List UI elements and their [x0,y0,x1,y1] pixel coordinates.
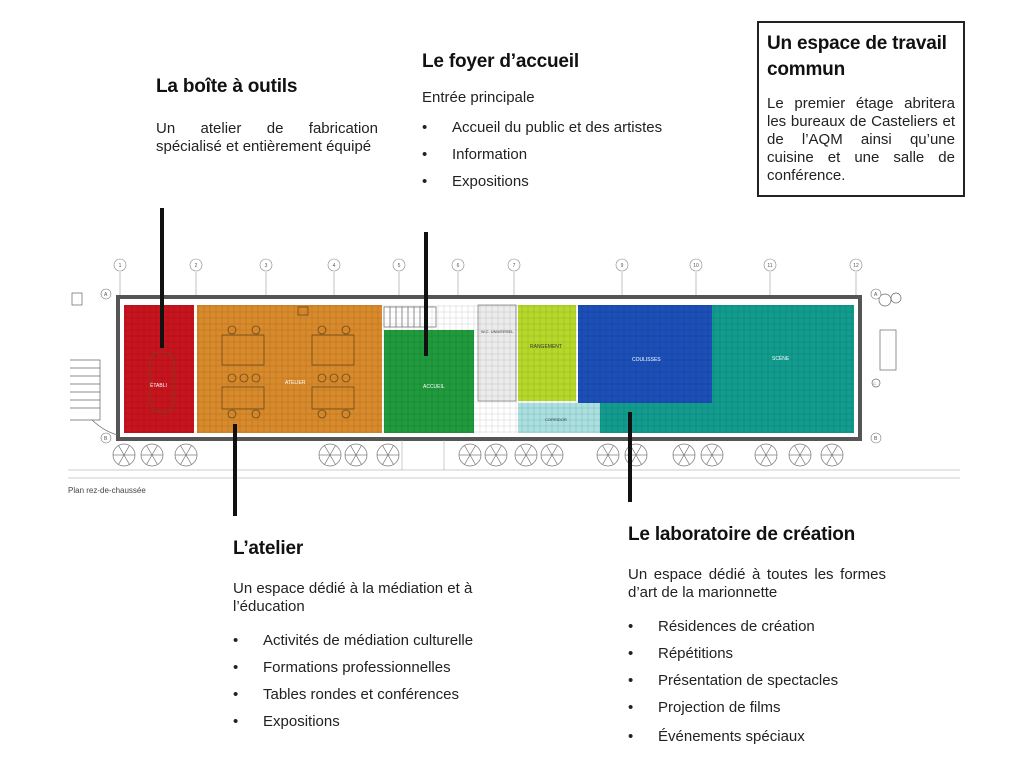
row-label-a-left: A [104,292,108,298]
tree-icon [820,443,844,467]
atelier-list: Activités de médiation culturelle Format… [233,632,523,730]
grid-bubble-label: 5 [398,263,401,269]
laboratoire-description: Un espace dédié à toutes les formes d’ar… [628,566,886,601]
tree-icon [754,443,778,467]
leader-boite [160,208,164,348]
boite-title: La boîte à outils [156,76,298,97]
section-espace: Un espace de travail commun Le premier é… [757,21,965,197]
list-item: Événements spéciaux [628,728,886,745]
row-markers [100,288,882,444]
laboratoire-title: Le laboratoire de création [628,524,856,545]
grid-bubble-label: 1 [119,263,122,269]
room-label-wc: W.C. UNIVERSEL [481,329,514,334]
list-item: Répétitions [628,645,886,662]
foyer-list: Accueil du public et des artistes Inform… [422,119,722,190]
tree-icon [540,443,564,467]
list-item: Projection de films [628,699,886,716]
tree-icon [700,443,724,467]
atelier-description: Un espace dédié à la médiation et à l’éd… [233,580,473,615]
tree-icon [596,443,620,467]
right-details: C [871,292,902,388]
stairs-left [70,292,119,436]
atelier-tables [149,306,355,419]
list-item: Accueil du public et des artistes [422,119,722,136]
espace-title: Un espace de travail commun [767,33,947,80]
tree-icon [514,443,538,467]
tree-icon [484,443,508,467]
list-item: Information [422,146,722,163]
grid-bubble: 5 [392,258,406,272]
section-boite: La boîte à outils Un atelier de fabricat… [156,76,378,156]
list-item: Tables rondes et conférences [233,686,523,703]
tree-icon [788,443,812,467]
grid-bubble-label: 3 [265,263,268,269]
grid-bubble: 3 [259,258,273,272]
leader-foyer [424,232,428,356]
stairs-foyer [383,306,437,328]
tile-texture [124,305,854,433]
grid-bubble: 4 [327,258,341,272]
plan-caption: Plan rez-de-chaussée [68,486,146,495]
sidewalk-lines [68,440,960,479]
row-label-b-left: B [104,436,108,442]
list-item: Formations professionnelles [233,659,523,676]
tree-icon [672,443,696,467]
svg-text:C: C [873,381,876,386]
tree-icon [140,443,164,467]
list-item: Expositions [422,173,722,190]
grid-bubble: 10 [689,258,703,272]
laboratoire-list: Résidences de création Répétitions Prése… [628,618,886,745]
row-label-a-right: A [874,292,878,298]
grid-bubble-label: 9 [621,263,624,269]
grid-bubble: 2 [189,258,203,272]
tree-icon [344,443,368,467]
grid-bubble-label: 7 [513,263,516,269]
list-item: Résidences de création [628,618,886,635]
tree-icon [318,443,342,467]
tree-icon [112,443,136,467]
grid-bubble: 9 [615,258,629,272]
room-label-orange: ATELIER [285,380,306,386]
grid-bubble: 1 [113,258,127,272]
grid-axes [119,272,857,295]
room-label-blue: COULISSES [632,357,661,363]
grid-bubble-label: 2 [195,263,198,269]
row-label-b-right: B [874,436,878,442]
list-item: Expositions [233,713,523,730]
tree-icon [376,443,400,467]
foyer-title: Le foyer d’accueil [422,51,579,72]
section-foyer: Le foyer d’accueil Entrée principale Acc… [422,51,722,190]
grid-bubble-label: 12 [853,263,859,269]
grid-bubble: 6 [451,258,465,272]
espace-description: Le premier étage abritera les bureaux de… [767,95,955,184]
room-label-red: ÉTABLI [150,382,167,389]
leader-laboratoire [628,412,632,502]
grid-bubble-label: 10 [693,263,699,269]
room-label-yellow: RANGEMENT [530,344,562,350]
leader-atelier [233,424,237,516]
grid-bubble-label: 11 [767,263,772,269]
foyer-description: Entrée principale [422,89,535,106]
list-item: Présentation de spectacles [628,672,886,689]
section-atelier: L’atelier Un espace dédié à la médiation… [233,538,523,730]
room-label-corridor: CORRIDOR [545,417,567,422]
atelier-title: L’atelier [233,538,304,559]
grid-bubble: 11 [763,258,777,272]
section-laboratoire: Le laboratoire de création Un espace déd… [628,524,886,745]
room-label-teal: SCÈNE [772,355,790,362]
room-label-green: ACCUEIL [423,384,445,390]
grid-bubble: 7 [507,258,521,272]
street-trees [112,443,844,467]
tree-icon [458,443,482,467]
list-item: Activités de médiation culturelle [233,632,523,649]
boite-description: Un atelier de fabrication spécialisé et … [156,120,378,155]
grid-bubble-label: 4 [333,263,336,269]
grid-bubble-label: 6 [457,263,460,269]
tree-icon [174,443,198,467]
grid-bubble: 12 [849,258,863,272]
